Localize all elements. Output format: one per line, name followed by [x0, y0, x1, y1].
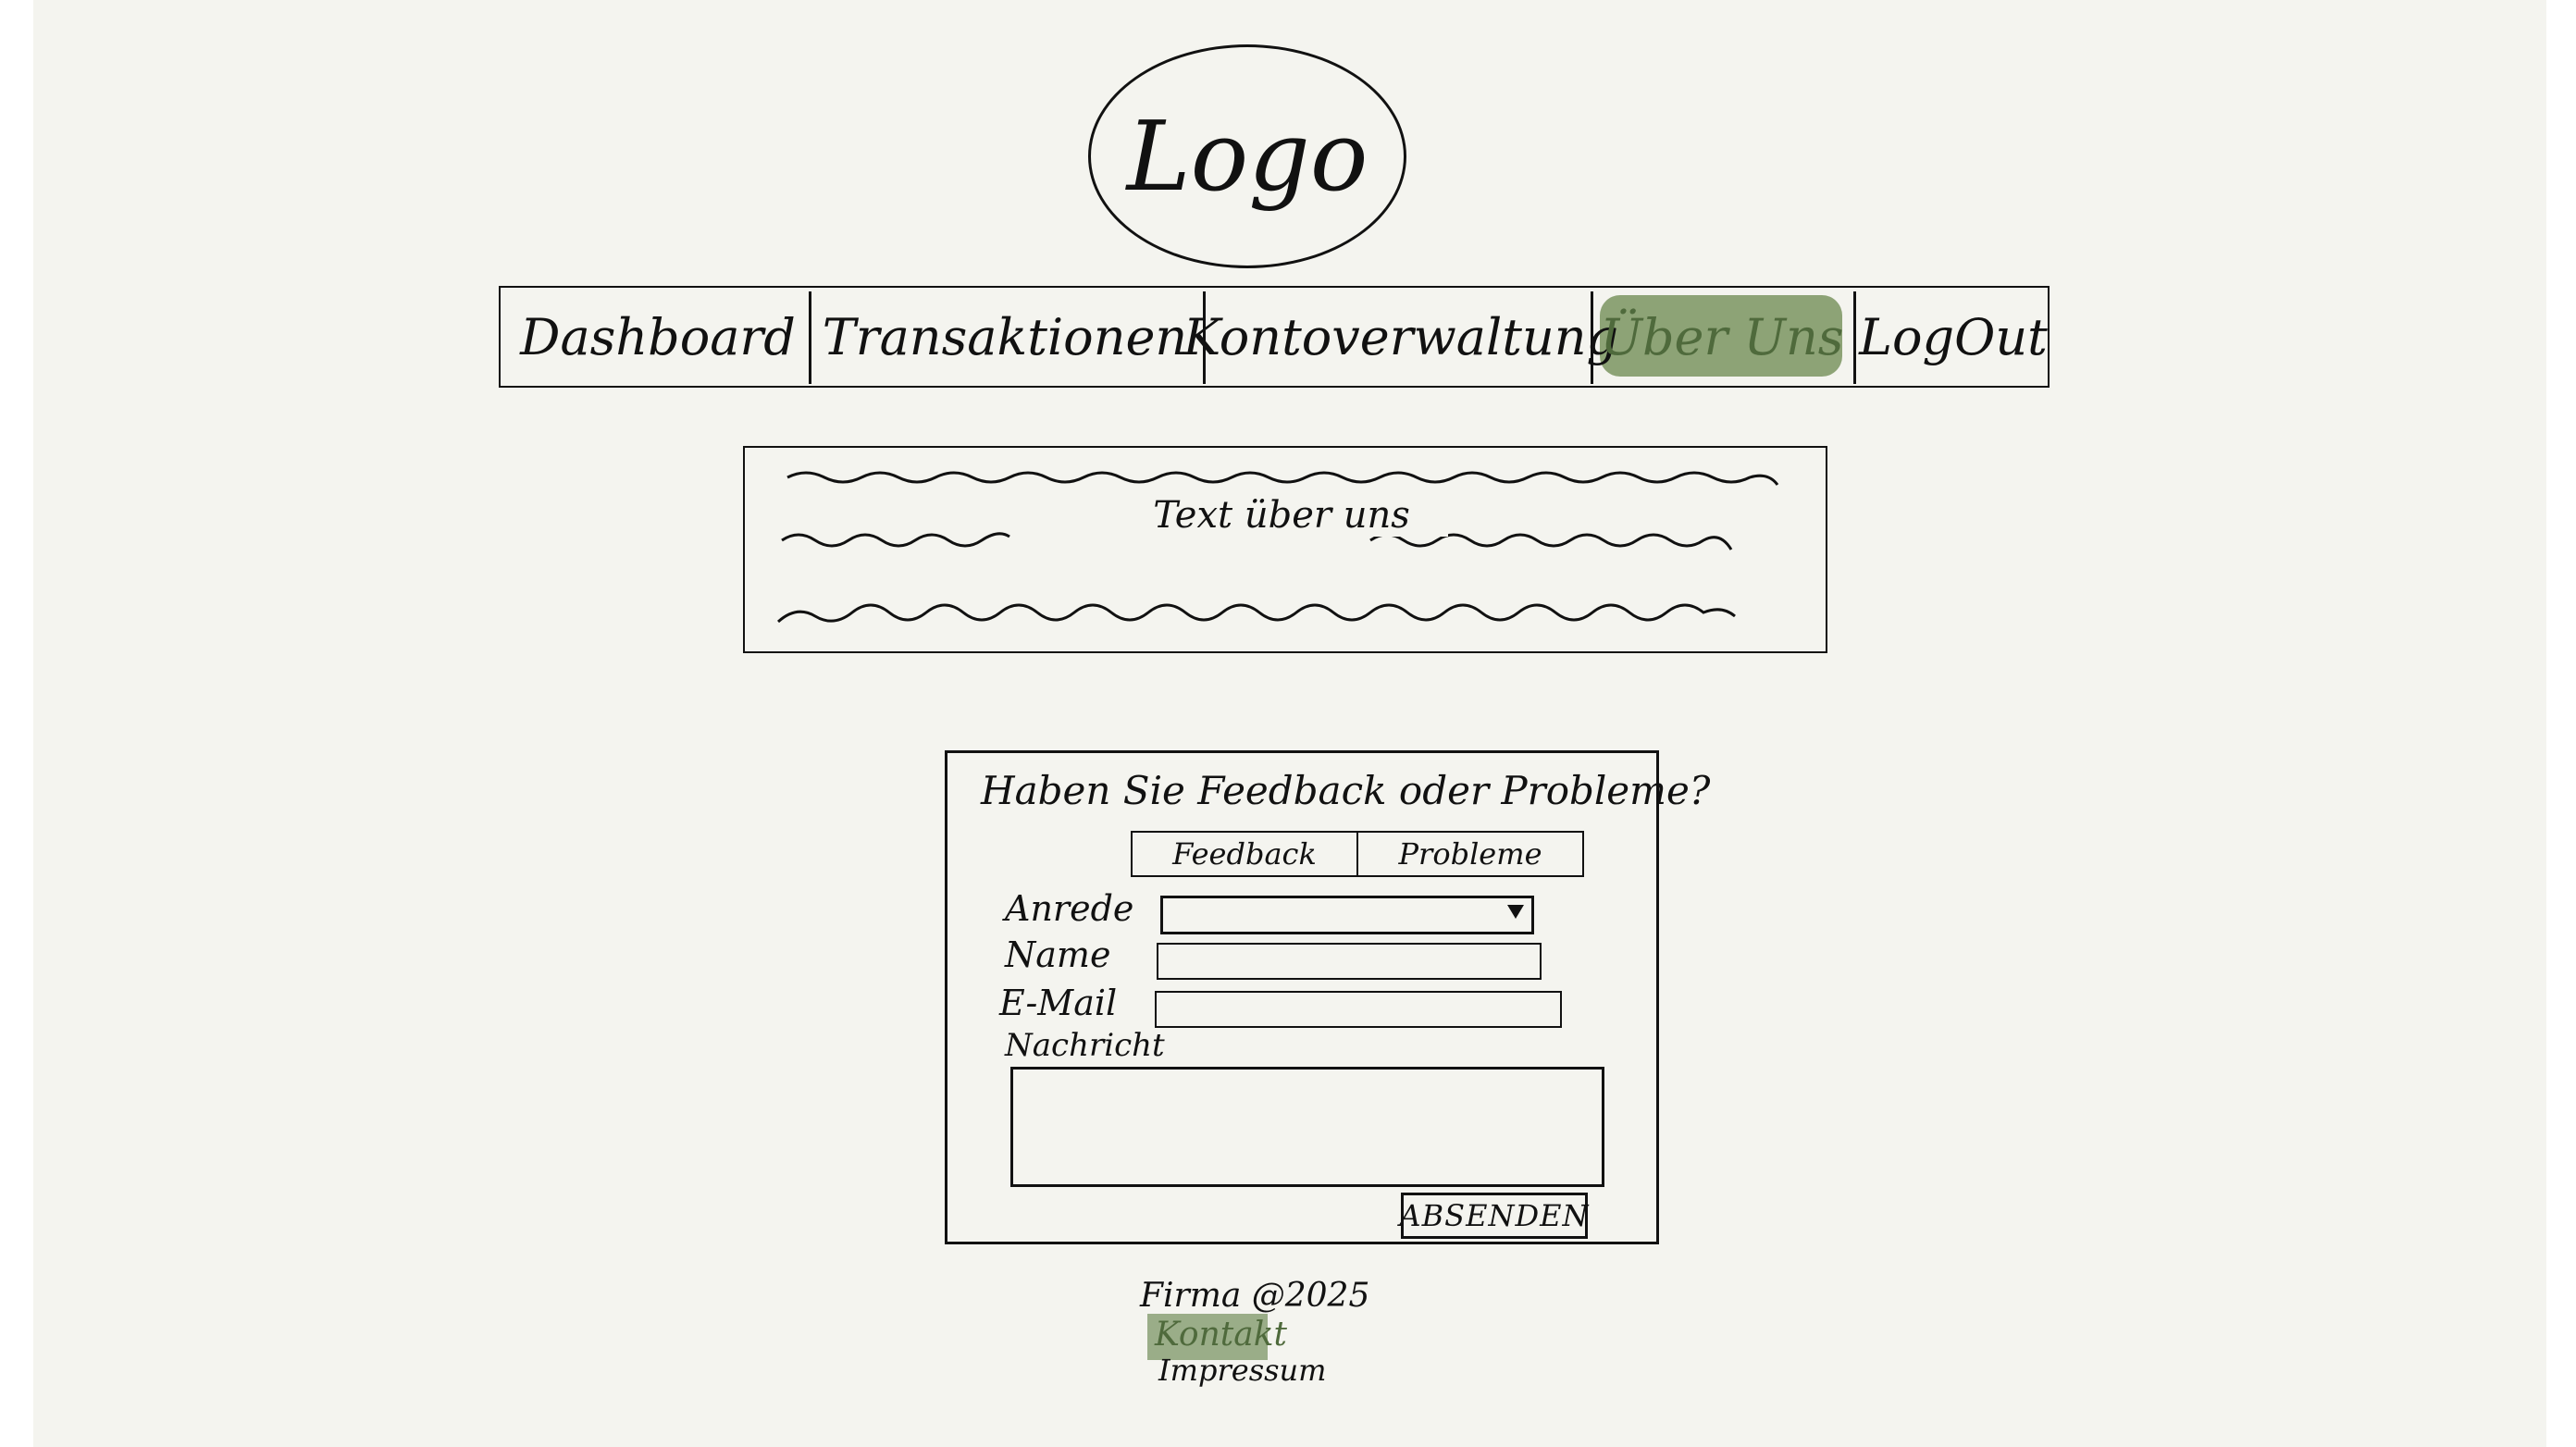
- submit-button[interactable]: ABSENDEN: [1400, 1193, 1588, 1239]
- nav-item-dashboard[interactable]: Dashboard: [520, 307, 796, 366]
- footer-kontakt-link[interactable]: Kontakt: [1155, 1316, 1287, 1354]
- logo-text: Logo: [1126, 100, 1368, 213]
- name-label: Name: [1005, 934, 1111, 975]
- nav-divider: [1203, 291, 1206, 384]
- anrede-label: Anrede: [1005, 888, 1134, 929]
- nav-divider: [809, 291, 811, 384]
- kontakt-highlight: [1147, 1314, 1268, 1360]
- footer-impressum-link[interactable]: Impressum: [1158, 1353, 1327, 1388]
- main-nav: Dashboard Transaktionen Kontoverwaltung …: [499, 286, 2050, 388]
- type-probleme-button[interactable]: Probleme: [1356, 833, 1582, 875]
- anrede-select[interactable]: [1160, 896, 1534, 934]
- footer-copyright: Firma @2025: [1140, 1277, 1370, 1315]
- nav-divider: [1591, 291, 1593, 384]
- message-label: Nachricht: [1005, 1027, 1165, 1064]
- nav-item-transaktionen[interactable]: Transaktionen: [822, 307, 1188, 366]
- about-text-box: Text über uns: [743, 446, 1827, 653]
- nav-active-highlight: [1600, 295, 1842, 377]
- squiggle-lines: [776, 471, 1779, 624]
- feedback-form: Haben Sie Feedback oder Probleme? Feedba…: [945, 750, 1710, 1244]
- name-field[interactable]: [1157, 943, 1542, 980]
- wireframe-canvas: Logo Dashboard Transaktionen Kontoverwal…: [33, 0, 2546, 1447]
- about-text: Text über uns: [1115, 494, 1448, 537]
- message-textarea[interactable]: [1010, 1067, 1604, 1187]
- form-title: Haben Sie Feedback oder Probleme?: [981, 768, 1711, 813]
- email-label: E-Mail: [999, 983, 1118, 1023]
- dropdown-arrow-icon: [1507, 905, 1524, 919]
- nav-item-logout[interactable]: LogOut: [1859, 307, 2048, 366]
- nav-item-ueber-uns[interactable]: Über Uns: [1600, 307, 1844, 366]
- type-feedback-button[interactable]: Feedback: [1172, 836, 1317, 872]
- email-field[interactable]: [1155, 991, 1562, 1028]
- nav-item-kontoverwaltung[interactable]: Kontoverwaltung: [1183, 307, 1619, 366]
- feedback-type-toggle: Feedback Probleme: [1131, 831, 1584, 877]
- nav-divider: [1853, 291, 1856, 384]
- logo-ellipse[interactable]: [1088, 44, 1406, 268]
